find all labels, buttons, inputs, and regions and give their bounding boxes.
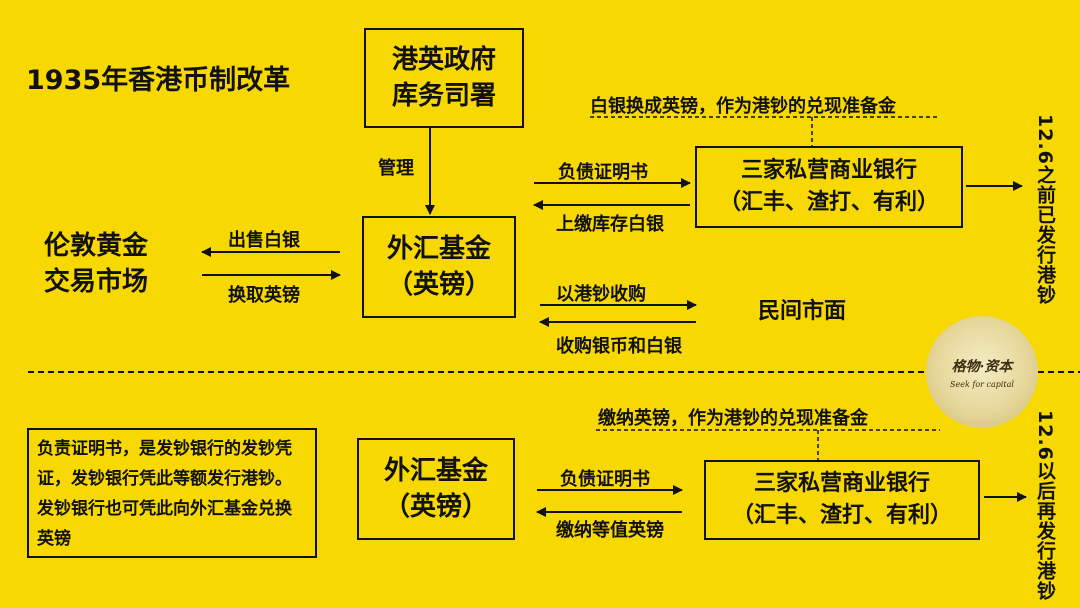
banks-bottom-line-2: （汇丰、渣打、有利）	[731, 503, 952, 528]
hand-silver-label: 上缴库存白银	[556, 214, 664, 235]
london-line-2: 交易市场	[44, 267, 149, 297]
fx-fund-box-top: 外汇基金 （英镑）	[362, 216, 516, 318]
buy-pound-label: 换取英镑	[228, 285, 300, 306]
cert-explanation-box: 负责证明书，是发钞银行的发钞凭证，发钞银行凭此等额发行港钞。发钞银行也可凭此向外…	[27, 428, 317, 558]
seal-line-1: 格物·资本	[951, 358, 1013, 375]
banks-box-bottom: 三家私营商业银行 （汇丰、渣打、有利）	[704, 460, 980, 540]
fx-fund-top-line-1: 外汇基金	[386, 234, 491, 264]
cert-label-bottom: 负债证明书	[560, 469, 650, 490]
silver-note: 白银换成英镑，作为港钞的兑现准备金	[590, 96, 896, 117]
market-label: 民间市面	[758, 299, 847, 324]
banks-bottom-line-1: 三家私营商业银行	[753, 471, 930, 496]
pound-note: 缴纳英镑，作为港钞的兑现准备金	[598, 408, 868, 429]
manage-label: 管理	[378, 158, 414, 179]
buy-coins-label: 收购银币和白银	[556, 336, 682, 357]
treasury-line-2: 库务司署	[391, 81, 496, 111]
seal-line-2: Seek for capital	[950, 379, 1014, 389]
before-issued-label: 12.6之前已发行港钞	[1034, 114, 1056, 305]
brand-seal: 格物·资本 Seek for capital	[926, 316, 1038, 428]
banks-top-line-1: 三家私营商业银行	[740, 158, 917, 183]
by-hkd-label: 以港钞收购	[556, 284, 646, 305]
after-issued-label: 12.6以后再发行港钞	[1034, 410, 1056, 601]
page-title: 1935年香港币制改革	[26, 65, 291, 96]
london-line-1: 伦敦黄金	[44, 231, 149, 261]
pay-pound-label: 缴纳等值英镑	[556, 520, 664, 541]
fx-fund-bottom-line-2: （英镑）	[383, 492, 488, 522]
sell-silver-label: 出售白银	[228, 230, 300, 251]
cert-label-top: 负债证明书	[558, 162, 648, 183]
treasury-box: 港英政府 库务司署	[364, 28, 524, 128]
banks-top-line-2: （汇丰、渣打、有利）	[718, 190, 939, 215]
london-market: 伦敦黄金 交易市场	[44, 228, 148, 300]
fx-fund-box-bottom: 外汇基金 （英镑）	[357, 438, 515, 540]
banks-box-top: 三家私营商业银行 （汇丰、渣打、有利）	[695, 146, 963, 228]
treasury-line-1: 港英政府	[391, 45, 496, 75]
fx-fund-top-line-2: （英镑）	[386, 270, 491, 300]
fx-fund-bottom-line-1: 外汇基金	[383, 456, 488, 486]
